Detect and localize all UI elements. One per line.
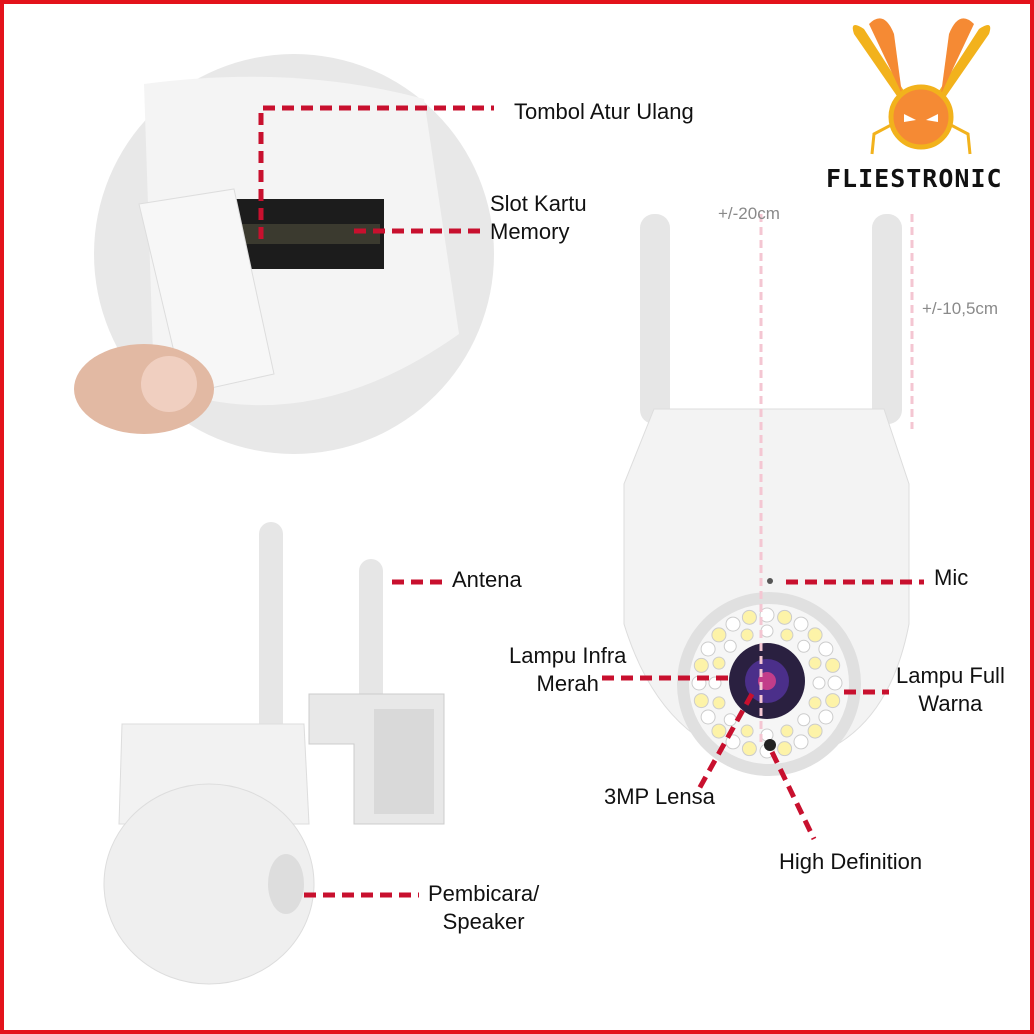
antenna-dimension: +/-10,5cm [922,299,999,318]
brand-name: FLIESTRONIC [826,164,1003,193]
closeup-photo [74,54,496,462]
led-light [740,628,754,642]
led-light [700,709,716,725]
label-memory-slot: Slot Kartu Memory [490,191,587,244]
led-light [807,627,823,643]
label-speaker: Pembicara/ Speaker [428,881,540,934]
led-light [808,656,822,670]
led-light [818,709,834,725]
led-light [700,641,716,657]
led-light [793,616,809,632]
led-light [725,616,741,632]
label-high-definition: High Definition [779,849,923,874]
led-light [777,741,793,757]
led-light [812,676,826,690]
label-full-color: Lampu Full Warna [896,663,1005,716]
led-light [797,713,811,727]
led-light [818,641,834,657]
led-light [780,724,794,738]
led-light [693,657,709,673]
leader-lines [258,105,924,898]
label-lens: 3MP Lensa [604,784,715,809]
led-light [827,675,843,691]
led-light [797,639,811,653]
led-light [741,741,757,757]
led-light [807,723,823,739]
brand-logo [852,18,991,155]
led-light [793,734,809,750]
led-light [808,696,822,710]
label-reset-button: Tombol Atur Ulang [514,99,694,124]
height-dimension: +/-20cm [718,204,780,223]
led-light [723,713,737,727]
label-infrared: Lampu Infra Merah [509,643,627,696]
led-light [740,724,754,738]
label-antenna: Antena [452,567,522,592]
led-light [780,628,794,642]
led-light [711,723,727,739]
product-photos [74,18,991,985]
label-mic: Mic [934,565,969,590]
led-light [712,696,726,710]
led-light [693,693,709,709]
led-light [711,627,727,643]
led-light [777,609,793,625]
led-light [723,639,737,653]
led-light [712,656,726,670]
led-light [759,607,775,623]
led-light [825,657,841,673]
led-light [825,693,841,709]
side-camera-photo [103,522,445,985]
led-light [741,609,757,625]
led-light [760,624,774,638]
